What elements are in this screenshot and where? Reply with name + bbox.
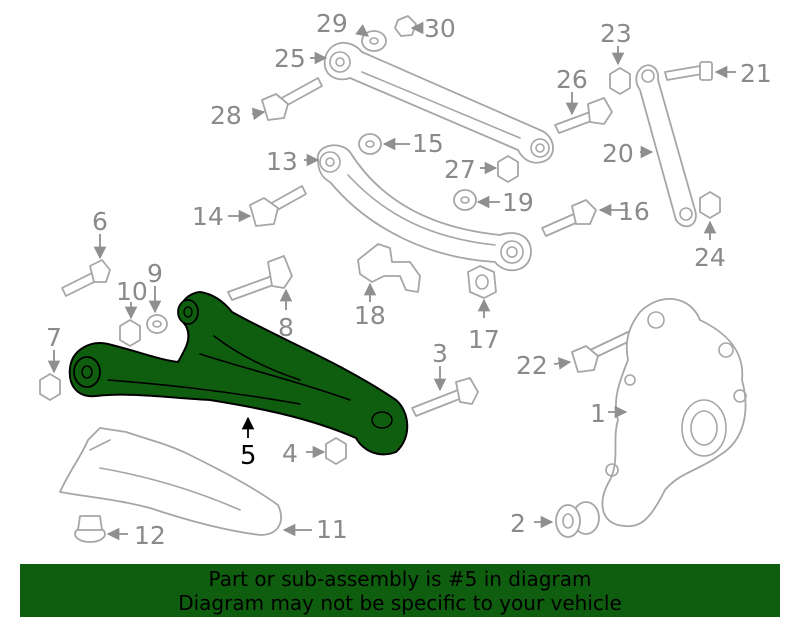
- callout-17: 17: [468, 325, 500, 354]
- callout-20: 20: [602, 139, 634, 168]
- part-18-bracket: [357, 243, 421, 293]
- leader-lines: [47, 21, 736, 541]
- part-13-curved-link: [317, 144, 532, 272]
- nut-10: [119, 319, 141, 347]
- callout-14: 14: [192, 202, 224, 231]
- callout-13: 13: [266, 147, 298, 176]
- part-12-clip: [74, 515, 106, 543]
- washer-9: [146, 314, 168, 334]
- part-1-knuckle: [601, 298, 747, 528]
- bolt-22: [571, 331, 633, 373]
- callout-29: 29: [316, 9, 348, 38]
- part-info-banner: Part or sub-assembly is #5 in diagram Di…: [20, 564, 780, 617]
- washer-19: [453, 189, 477, 211]
- nut-30: [394, 15, 417, 37]
- callout-11: 11: [316, 515, 348, 544]
- part-5-lower-control-arm: [68, 291, 409, 456]
- callout-25: 25: [274, 44, 306, 73]
- banner-line-2: Diagram may not be specific to your vehi…: [178, 591, 622, 615]
- callout-9: 9: [147, 259, 163, 288]
- callout-26: 26: [556, 65, 588, 94]
- bolt-8: [227, 255, 293, 301]
- part-20-toe-link: [635, 64, 697, 228]
- callout-12: 12: [134, 521, 166, 550]
- callout-24: 24: [694, 243, 726, 272]
- bolt-3: [411, 377, 479, 417]
- callout-18: 18: [354, 301, 386, 330]
- callout-7: 7: [46, 323, 62, 352]
- nut-4: [325, 437, 347, 465]
- nut-7: [39, 373, 61, 401]
- callout-28: 28: [210, 101, 242, 130]
- callout-30: 30: [424, 14, 456, 43]
- callout-27: 27: [444, 155, 476, 184]
- bolt-21: [664, 61, 713, 81]
- part-17-bushing: [467, 265, 497, 299]
- nut-24: [699, 191, 721, 219]
- callout-2: 2: [510, 509, 526, 538]
- nut-27: [497, 155, 519, 183]
- callout-16: 16: [618, 197, 650, 226]
- callout-6: 6: [92, 207, 108, 236]
- bolt-16: [541, 199, 597, 237]
- callout-15: 15: [412, 129, 444, 158]
- callout-19: 19: [502, 188, 534, 217]
- nut-23: [609, 67, 631, 95]
- banner-line-1: Part or sub-assembly is #5 in diagram: [208, 567, 592, 591]
- bolt-26: [554, 97, 613, 134]
- callout-3: 3: [432, 339, 448, 368]
- part-11-shield: [59, 427, 282, 536]
- callout-5: 5: [240, 441, 257, 471]
- callout-1: 1: [590, 399, 606, 428]
- callout-4: 4: [282, 439, 298, 468]
- bolt-14: [249, 185, 307, 227]
- bolt-28: [261, 77, 323, 121]
- callout-22: 22: [516, 351, 548, 380]
- callout-23: 23: [600, 19, 632, 48]
- part-2-bushing: [555, 501, 600, 538]
- part-25-upper-link: [323, 42, 554, 164]
- washer-15: [358, 133, 382, 155]
- callout-21: 21: [740, 59, 772, 88]
- callout-8: 8: [278, 313, 294, 342]
- callout-10: 10: [116, 277, 148, 306]
- bolt-6: [61, 259, 111, 297]
